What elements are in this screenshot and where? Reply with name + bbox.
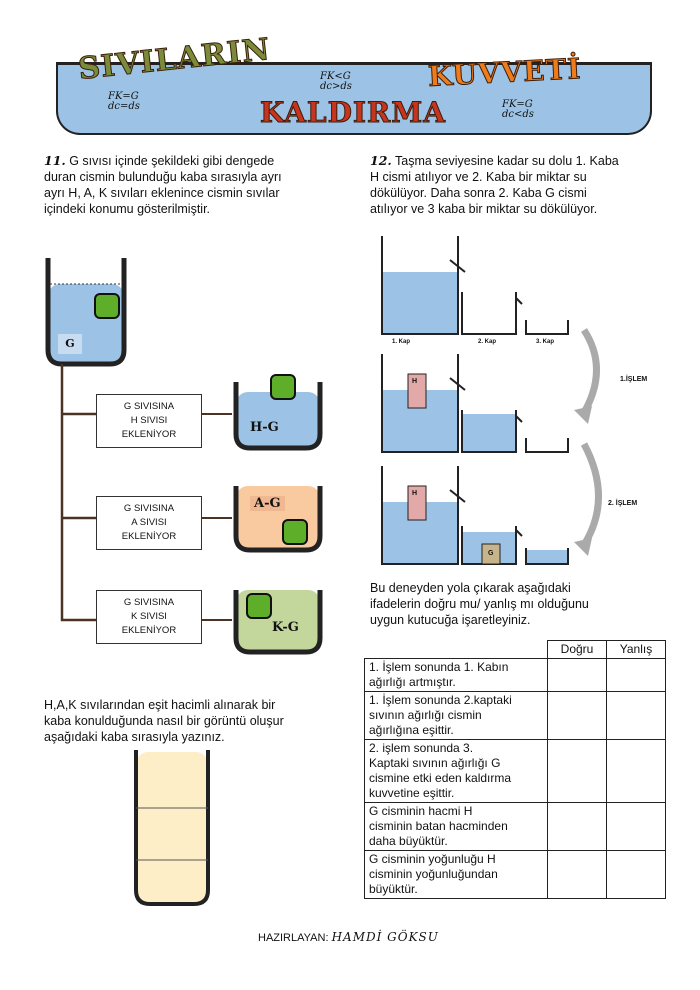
table-header-row: Doğru Yanlış <box>364 640 666 659</box>
caption-kap2: 2. Kap <box>478 339 497 345</box>
label-step1: 1.İŞLEM <box>620 376 648 383</box>
banner-formula-middle: FK<G dc>ds <box>320 71 352 92</box>
beaker-k <box>233 590 323 655</box>
answer-beaker-outline <box>134 750 210 906</box>
row2-kap3 <box>525 438 569 453</box>
answer-true-5[interactable] <box>547 850 607 899</box>
row1-kap1-spout <box>449 259 466 273</box>
footer-author: HAZIRLAYAN: HAMDİ GÖKSU <box>258 930 439 944</box>
banner-word-kaldirma: KALDIRMA <box>260 96 446 130</box>
question-12-number: 12. <box>370 153 392 168</box>
object-cube-h <box>270 374 296 400</box>
row2-kap2 <box>461 410 517 453</box>
row1-kap1 <box>381 236 459 335</box>
statement-5: G cisminin yoğunluğu H cisminin yoğunluğ… <box>364 850 548 899</box>
table-row: G cisminin hacmi H cisminin batan hacmin… <box>364 802 666 851</box>
answer-true-1[interactable] <box>547 658 607 692</box>
result-label-k: K-G <box>272 620 299 635</box>
row3-kap2-spout <box>515 529 523 537</box>
arrow-step2 <box>579 442 602 550</box>
answer-true-4[interactable] <box>547 802 607 851</box>
table-row: 1. İşlem sonunda 2.kaptaki sıvının ağırl… <box>364 691 666 740</box>
table-row: G cisminin yoğunluğu H cisminin yoğunluğ… <box>364 850 666 899</box>
row1-kap1-water <box>382 272 458 334</box>
answer-beaker <box>134 750 210 906</box>
row1-kap3 <box>525 320 569 335</box>
answer-false-5[interactable] <box>606 850 666 899</box>
row3-kap1 <box>381 466 459 565</box>
author-name: HAMDİ GÖKSU <box>331 930 439 944</box>
step-box-k: G SIVISINA K SIVISI EKLENİYOR <box>96 590 202 644</box>
arrow-step1 <box>578 328 600 418</box>
question-11-text: 11. G sıvısı içinde şekildeki gibi denge… <box>44 153 282 216</box>
step-box-h: G SIVISINA H SIVISI EKLENİYOR <box>96 394 202 448</box>
object-cube-main <box>94 293 120 319</box>
row2-kap1-spout <box>449 377 466 391</box>
question-12-diagram <box>381 236 602 565</box>
row3-kap3 <box>525 548 569 565</box>
caption-kap1: 1. Kap <box>392 339 411 345</box>
question-11-bottom-text: H,A,K sıvılarından eşit hacimli alınarak… <box>44 698 284 744</box>
object-cube-a <box>282 519 308 545</box>
row2-kap2-spout <box>515 415 523 423</box>
true-false-table: Doğru Yanlış 1. İşlem sonunda 1. Kabın a… <box>364 640 666 899</box>
result-label-h: H-G <box>250 420 279 435</box>
statement-4: G cisminin hacmi H cisminin batan hacmin… <box>364 802 548 851</box>
arrow-step2-head <box>574 538 592 556</box>
question-11-number: 11. <box>44 153 66 168</box>
row3-object-g <box>481 543 501 565</box>
connector-lines <box>60 364 96 622</box>
title-banner <box>56 62 652 135</box>
row3-kap3-water <box>526 550 568 564</box>
object-cube-k <box>246 593 272 619</box>
question-12-text: 12. Taşma seviyesine kadar su dolu 1. Ka… <box>370 153 619 216</box>
answer-false-3[interactable] <box>606 739 666 803</box>
row1-kap2 <box>461 292 517 335</box>
header-false: Yanlış <box>606 640 666 659</box>
beaker-h-liquid <box>236 392 320 448</box>
answer-false-1[interactable] <box>606 658 666 692</box>
beaker-h <box>233 382 323 451</box>
row1-kap2-spout <box>515 297 523 305</box>
row3-object-h <box>407 485 427 521</box>
main-liquid-label: G <box>58 334 82 354</box>
answer-beaker-fill <box>136 752 208 902</box>
row2-kap1 <box>381 354 459 453</box>
object-h-label-row3: H <box>412 490 418 497</box>
answer-true-3[interactable] <box>547 739 607 803</box>
banner-formula-right: FK=G dc<ds <box>502 99 534 120</box>
result-label-a: A-G <box>250 496 285 511</box>
connector-arrows <box>200 413 232 621</box>
answer-true-2[interactable] <box>547 691 607 740</box>
main-beaker <box>45 258 127 367</box>
beaker-a <box>233 486 323 553</box>
statement-2: 1. İşlem sonunda 2.kaptaki sıvının ağırl… <box>364 691 548 740</box>
header-true: Doğru <box>547 640 607 659</box>
answer-false-2[interactable] <box>606 691 666 740</box>
step-box-a: G SIVISINA A SIVISI EKLENİYOR <box>96 496 202 550</box>
row3-kap1-spout <box>449 489 466 503</box>
object-h-label-row2: H <box>412 378 418 385</box>
header-empty-cell <box>364 640 548 659</box>
row2-kap2-water <box>462 414 516 452</box>
caption-kap3: 3. Kap <box>536 339 555 345</box>
answer-false-4[interactable] <box>606 802 666 851</box>
row2-object-h <box>407 373 427 409</box>
statement-3: 2. işlem sonunda 3. Kaptaki sıvının ağır… <box>364 739 548 803</box>
arrow-step1-head <box>574 406 592 424</box>
table-row: 2. işlem sonunda 3. Kaptaki sıvının ağır… <box>364 739 666 803</box>
statement-1: 1. İşlem sonunda 1. Kabın ağırlığı artmı… <box>364 658 548 692</box>
banner-formula-left: FK=G dc=ds <box>108 91 140 112</box>
table-row: 1. İşlem sonunda 1. Kabın ağırlığı artmı… <box>364 658 666 692</box>
question-12-instructions: Bu deneyden yola çıkarak aşağıdaki ifade… <box>370 581 589 627</box>
object-g-label: G <box>488 550 494 557</box>
label-step2: 2. İŞLEM <box>608 500 638 507</box>
